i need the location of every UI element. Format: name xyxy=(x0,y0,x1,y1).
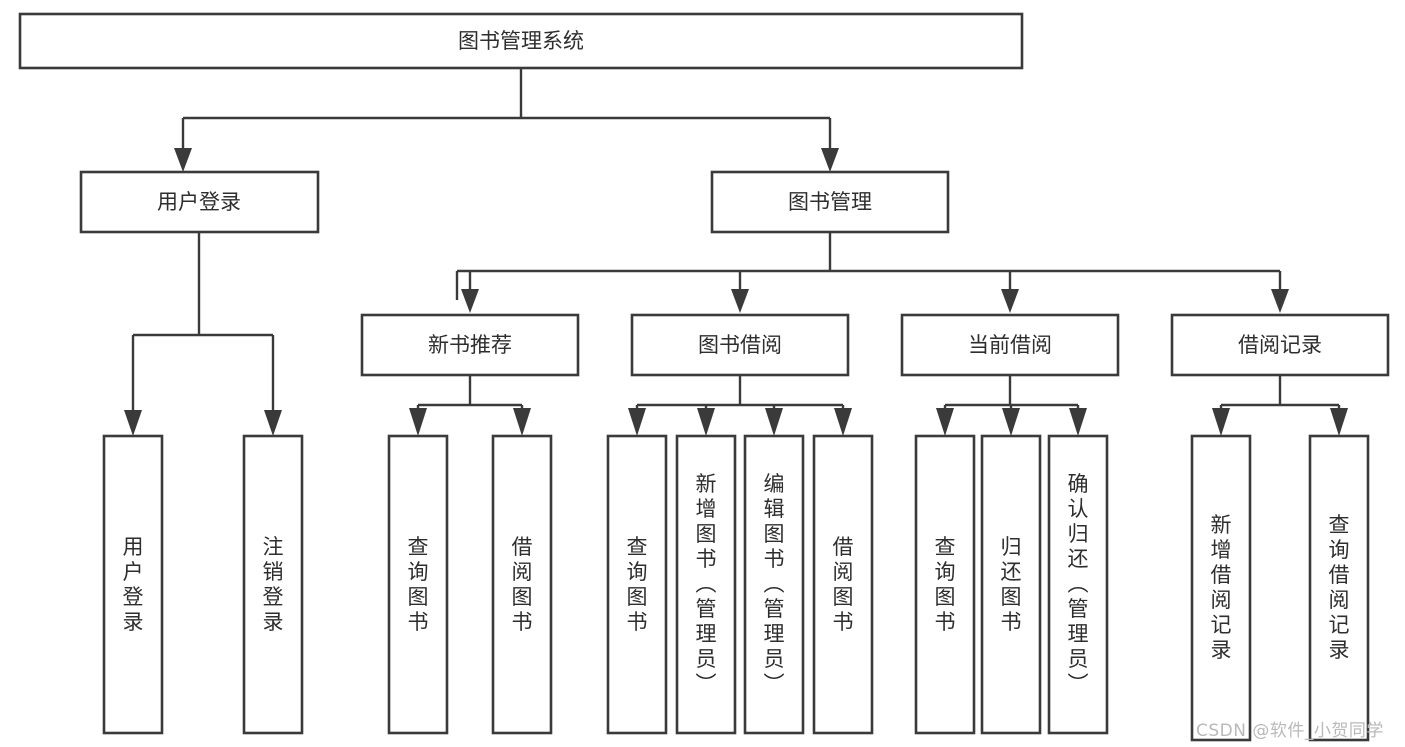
arrow-to-user-login xyxy=(174,148,192,172)
arrow-leaf-user-login xyxy=(124,410,142,436)
node-leaf-borrow-book-1-box[interactable] xyxy=(491,434,553,735)
node-leaf-query-book-3-box[interactable] xyxy=(914,434,976,735)
arrow-leaf-logout-login xyxy=(264,410,282,436)
arrow-leaf-query-book-1 xyxy=(409,408,427,436)
arrow-leaf-confirm-return xyxy=(1069,408,1087,436)
node-leaf-add-borrow-record-box[interactable] xyxy=(1190,434,1252,742)
node-leaf-query-book-1-box[interactable] xyxy=(387,434,449,735)
arrow-leaf-borrow-book-1 xyxy=(513,408,531,436)
arrow-leaf-query-book-3 xyxy=(936,408,954,436)
node-book-borrow-box[interactable] xyxy=(630,313,850,377)
arrow-to-current-borrow xyxy=(1001,289,1019,313)
node-borrow-record-box[interactable] xyxy=(1170,313,1390,377)
node-leaf-edit-book-box[interactable] xyxy=(743,434,805,735)
csdn-watermark: CSDN @软件_小贺同学 xyxy=(1196,721,1384,741)
node-user-login-label: 用户登录 xyxy=(157,190,241,214)
node-book-manage-box[interactable] xyxy=(710,170,950,234)
arrow-leaf-query-borrow-record xyxy=(1330,408,1348,436)
node-user-login-box[interactable] xyxy=(79,170,320,234)
arrow-to-book-manage xyxy=(821,148,839,172)
arrow-to-new-book-recommend xyxy=(461,289,479,313)
node-root-label: 图书管理系统 xyxy=(458,29,584,53)
node-leaf-user-login-box[interactable] xyxy=(102,434,164,735)
node-new-book-recommend-label: 新书推荐 xyxy=(428,333,512,357)
node-leaf-borrow-book-2-box[interactable] xyxy=(812,434,874,735)
node-current-borrow-box[interactable] xyxy=(900,313,1120,377)
node-leaf-logout-login-box[interactable] xyxy=(242,434,304,735)
node-leaf-add-book-box[interactable] xyxy=(675,434,737,735)
node-leaf-confirm-return-box[interactable] xyxy=(1047,434,1109,735)
node-root-box[interactable] xyxy=(18,12,1024,70)
arrow-leaf-return-book xyxy=(1002,408,1020,436)
node-borrow-record-label: 借阅记录 xyxy=(1238,333,1322,357)
arrow-leaf-edit-book xyxy=(765,408,783,436)
node-leaf-return-book-box[interactable] xyxy=(980,434,1042,735)
arrow-to-borrow-record xyxy=(1271,289,1289,313)
node-leaf-query-borrow-record-box[interactable] xyxy=(1308,434,1370,742)
arrow-to-book-borrow xyxy=(731,289,749,313)
node-book-manage-label: 图书管理 xyxy=(788,190,872,214)
arrow-leaf-add-borrow-record xyxy=(1212,408,1230,436)
arrow-leaf-borrow-book-2 xyxy=(834,408,852,436)
node-layer: 图书管理系统 用户登录 图书管理 新书推荐 图书借阅 当前借阅 借阅记录 xyxy=(18,12,1390,742)
arrow-leaf-add-book xyxy=(697,408,715,436)
node-new-book-recommend-box[interactable] xyxy=(360,313,580,377)
node-book-borrow-label: 图书借阅 xyxy=(698,333,782,357)
node-leaf-query-book-2-box[interactable] xyxy=(606,434,668,735)
edge-layer xyxy=(124,68,1348,436)
arrow-leaf-query-book-2 xyxy=(628,408,646,436)
node-current-borrow-label: 当前借阅 xyxy=(968,333,1052,357)
